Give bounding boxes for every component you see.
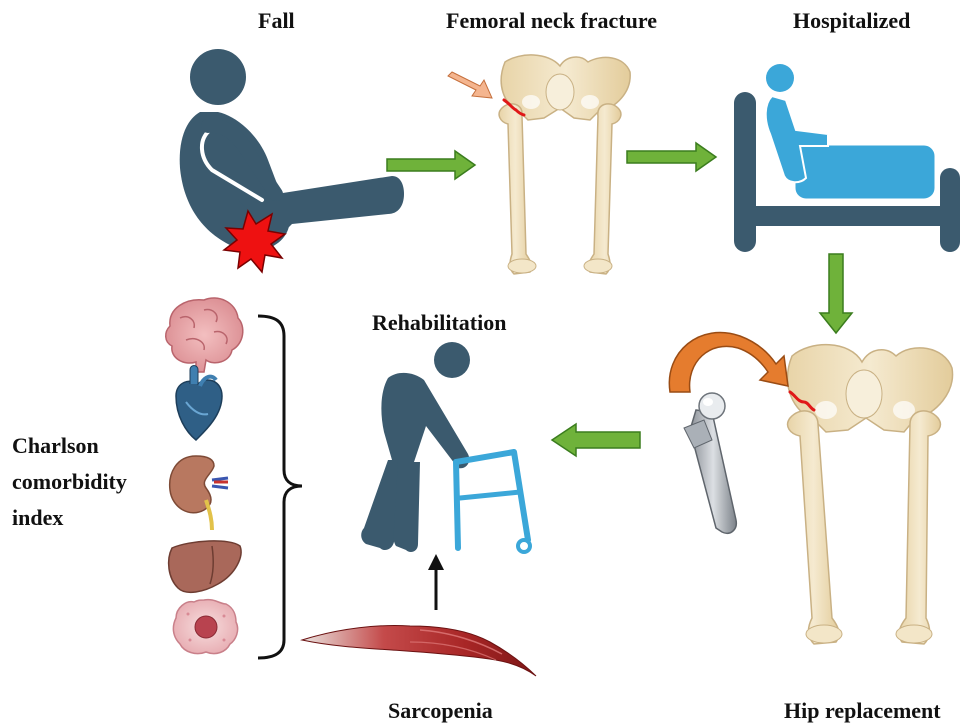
rehabilitation-label: Rehabilitation (372, 310, 506, 336)
falling-person-icon (180, 49, 404, 250)
fractured-pelvis-icon (499, 55, 630, 274)
muscle-icon (302, 626, 536, 676)
rehab-person-with-walker-icon (361, 342, 530, 552)
cci-line: index (12, 500, 127, 536)
arrow-hospital-to-replacement (820, 254, 852, 333)
hip-implant-icon (684, 393, 736, 533)
charlson-comorbidity-index-label: Charlson comorbidity index (12, 428, 127, 536)
hip-replacement-label: Hip replacement (784, 698, 941, 724)
brain-icon (166, 298, 243, 372)
curved-arrow-icon (669, 333, 788, 392)
sarcopenia-label: Sarcopenia (388, 698, 493, 724)
brace (258, 316, 302, 658)
kidney-icon (170, 456, 228, 530)
tumor-cell-icon (173, 600, 237, 654)
pelvis-hip-replacement-icon (788, 345, 953, 644)
arrow-replacement-to-rehab (552, 424, 640, 456)
hospital-bed-icon (734, 64, 960, 252)
liver-icon (169, 541, 241, 592)
arrow-fracture-to-hospital (627, 143, 716, 171)
fall-label: Fall (258, 8, 295, 34)
pointer-arrow-icon (448, 72, 492, 98)
cci-line: Charlson (12, 428, 127, 464)
hospitalized-label: Hospitalized (793, 8, 910, 34)
arrow-fall-to-fracture (387, 151, 475, 179)
arrow-sarcopenia-to-rehab (428, 554, 444, 610)
femoral-neck-fracture-label: Femoral neck fracture (446, 8, 657, 34)
cci-line: comorbidity (12, 464, 127, 500)
heart-icon (176, 366, 222, 441)
